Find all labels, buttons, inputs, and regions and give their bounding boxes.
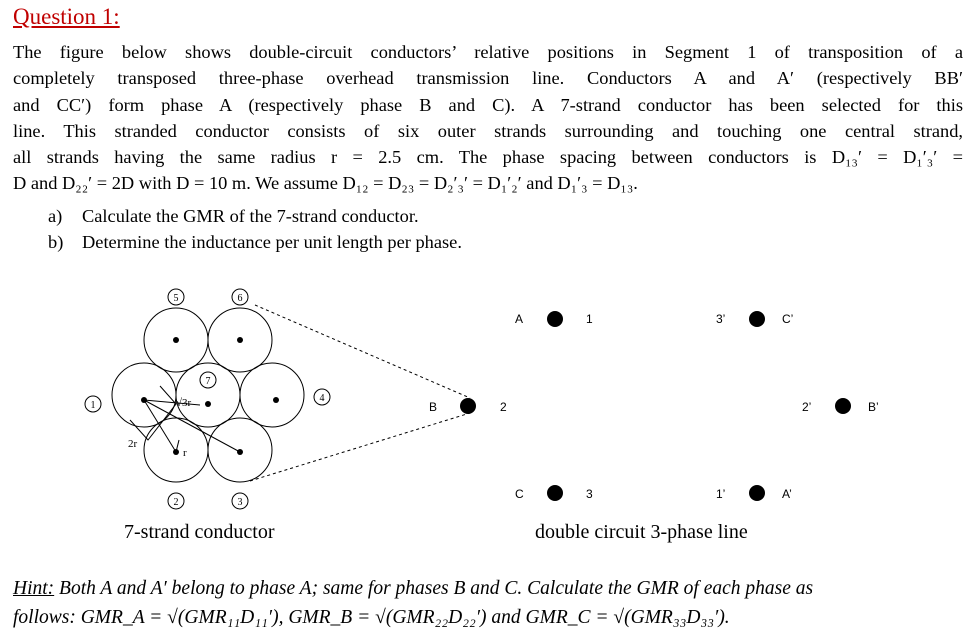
- part-text: Calculate the GMR of the 7-strand conduc…: [82, 206, 419, 226]
- strand-circle: [111, 362, 177, 428]
- strand-number-badge: [231, 288, 249, 306]
- strand-number: 5: [174, 293, 179, 304]
- strand-number-badge: [199, 371, 217, 389]
- question-parts: a) Calculate the GMR of the 7-strand cond…: [48, 203, 462, 256]
- body-line: The figure below shows double-circuit co…: [13, 42, 963, 62]
- body-line: all strands having the same radius r = 2…: [13, 147, 963, 168]
- conductor-letter: C’: [782, 312, 793, 326]
- strand-number: 2: [174, 497, 179, 508]
- part-label: a): [48, 206, 63, 226]
- part-b: b) Determine the inductance per unit leng…: [48, 229, 462, 255]
- conductor-dot: [547, 311, 563, 327]
- question-body: The figure below shows double-circuit co…: [13, 39, 963, 197]
- strand-number-badge: [167, 288, 185, 306]
- conductor-letter: A: [515, 312, 523, 326]
- body-line: completely transposed three-phase overhe…: [13, 68, 963, 89]
- conductor-number: 2’: [802, 400, 811, 414]
- conductor-letter: A’: [782, 487, 792, 501]
- strand-center: [237, 337, 243, 343]
- conductor-number: 3’: [716, 312, 725, 326]
- strand-number: 4: [320, 393, 325, 404]
- figure: 5 6 1 4 7 2 3 √3r 2r r: [84, 288, 879, 510]
- strand-number: 7: [206, 376, 211, 387]
- hint-line: Hint: Both A and A′ belong to phase A; s…: [13, 574, 968, 603]
- line-diagram: A 1 B 2 C 3 3’ C’ 2’ B’ 1’ A’: [429, 311, 879, 501]
- strand-number: 3: [238, 497, 243, 508]
- conductor-number: 1’: [716, 487, 725, 501]
- body-line: D and D₂₂′ = 2D with D = 10 m. We assume…: [13, 173, 638, 194]
- strand-number-badge: [313, 388, 331, 406]
- body-line: line. This stranded conductor consists o…: [13, 120, 963, 141]
- part-label: b): [48, 232, 64, 253]
- hint: Hint: Both A and A′ belong to phase A; s…: [13, 574, 968, 632]
- strand-circle: [207, 307, 273, 373]
- conductor-dot: [749, 311, 765, 327]
- conductor-number: 2: [500, 400, 507, 414]
- conductor-number: 3: [586, 487, 593, 501]
- strand-number-badge: [84, 395, 102, 413]
- strand-center: [273, 397, 279, 403]
- conductor-dot: [835, 398, 851, 414]
- conductor-letter: B: [429, 400, 437, 414]
- strand-circle: [207, 417, 273, 483]
- part-text: Determine the inductance per unit length…: [82, 232, 462, 253]
- hint-label: Hint:: [13, 578, 55, 599]
- conductor-letter: C: [515, 487, 524, 501]
- part-a: a) Calculate the GMR of the 7-strand cond…: [48, 203, 462, 229]
- conductor-letter: B’: [868, 400, 879, 414]
- question-title: Question 1:: [13, 4, 120, 29]
- hint-line: follows: GMR_A = √(GMR₁₁D₁₁′), GMR_B = √…: [13, 607, 730, 628]
- conductor-number: 1: [586, 312, 593, 326]
- strand-number-badge: [167, 492, 185, 510]
- strand-center: [173, 337, 179, 343]
- strand-caption: 7-strand conductor: [124, 521, 275, 543]
- dim-label-sqrt3r: √3r: [176, 397, 192, 409]
- strand-number: 6: [238, 293, 243, 304]
- dim-label-r: r: [183, 447, 187, 459]
- hint-text: Both A and A′ belong to phase A; same fo…: [59, 578, 814, 599]
- strand-diagram: 5 6 1 4 7 2 3 √3r 2r r: [84, 288, 471, 510]
- strand-center: [205, 401, 211, 407]
- conductor-dot: [460, 398, 476, 414]
- line-caption: double circuit 3-phase line: [535, 521, 748, 543]
- strand-number: 1: [91, 400, 96, 411]
- conductor-dot: [749, 485, 765, 501]
- strand-number-badge: [231, 492, 249, 510]
- strand-circle: [239, 362, 305, 428]
- dim-label-2r: 2r: [128, 438, 138, 450]
- body-line: and CC′) form phase A (respectively phas…: [13, 94, 963, 115]
- conductor-dot: [547, 485, 563, 501]
